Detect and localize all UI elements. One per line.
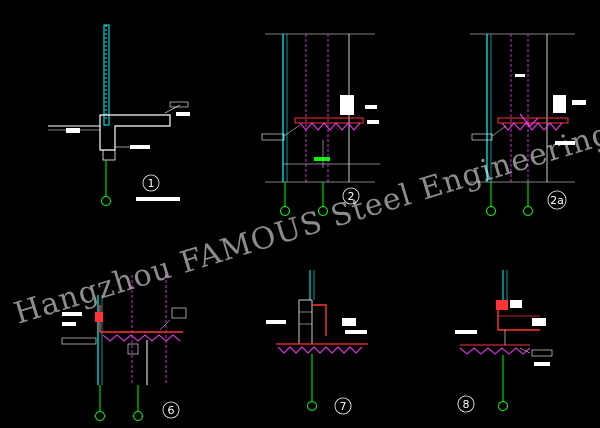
- tag-block: [176, 112, 190, 116]
- deck-bend: [519, 113, 539, 127]
- tag-block: [62, 312, 82, 316]
- tag-block: [66, 128, 80, 133]
- grid-bubble: [133, 411, 143, 421]
- floor-deck: [459, 347, 531, 355]
- footing: [102, 149, 116, 161]
- detail-number-circle: [457, 395, 475, 413]
- tag-block: [342, 318, 356, 326]
- dim-block: [314, 157, 330, 161]
- tag-block: [130, 145, 150, 149]
- detail-8-group: 8: [455, 270, 553, 413]
- grid-bubble: [318, 206, 328, 216]
- tag-block: [266, 320, 286, 324]
- column-cap: [127, 343, 139, 355]
- floor-deck: [102, 334, 181, 342]
- tag-block: [367, 120, 379, 124]
- grid-bubble: [498, 401, 508, 411]
- leader-line: [519, 347, 531, 354]
- leader-line: [491, 125, 507, 137]
- detail-number-label: 2: [348, 190, 355, 203]
- grid-bubble: [307, 401, 317, 411]
- steel-angle: [312, 304, 327, 336]
- detail-2a-group: 2a: [470, 33, 586, 216]
- tag-block: [261, 133, 285, 141]
- detail-number-label: 8: [463, 398, 470, 411]
- steel-bracket: [496, 300, 508, 310]
- tag-block: [455, 330, 477, 334]
- detail-7-group: 7: [266, 270, 368, 415]
- detail-1-group: 1: [48, 24, 190, 206]
- leader-line: [283, 124, 301, 137]
- watermark-text: Hangzhou FAMOUS Steel Engineering Co., L…: [10, 72, 600, 331]
- detail-number-label: 2a: [550, 194, 564, 207]
- tag-block: [365, 105, 377, 109]
- grid-bubble: [486, 206, 496, 216]
- stud-block: [553, 95, 566, 113]
- tag-block: [572, 100, 586, 105]
- concrete-upstand: [298, 299, 313, 345]
- grid-bubble: [523, 206, 533, 216]
- leader-line: [164, 104, 181, 114]
- tag-block: [555, 141, 575, 145]
- tag-block: [169, 101, 189, 108]
- tag-block: [515, 74, 525, 77]
- tag-block: [531, 349, 553, 357]
- detail-number-circle: [162, 401, 180, 419]
- tag-block: [510, 300, 522, 308]
- tag-block: [534, 362, 550, 366]
- steel-plate: [294, 117, 364, 124]
- detail-number-circle: [334, 397, 352, 415]
- detail-title-bar: [136, 197, 180, 201]
- steel-bracket: [95, 312, 103, 322]
- tag-block: [345, 330, 367, 334]
- detail-number-label: 1: [148, 177, 155, 190]
- tag-block: [471, 133, 493, 141]
- detail-6-group: 6: [61, 275, 187, 421]
- detail-number-label: 6: [168, 404, 175, 417]
- leader-line: [159, 319, 171, 331]
- tag-block: [61, 337, 97, 345]
- concrete-ledge: [99, 114, 171, 151]
- detail-number-circle: [547, 190, 567, 210]
- steel-angle: [99, 305, 183, 333]
- floor-deck: [277, 346, 363, 354]
- grid-bubble: [101, 196, 111, 206]
- tag-block: [171, 307, 187, 319]
- detail-number-label: 7: [340, 400, 347, 413]
- tag-block: [62, 322, 76, 326]
- detail-2-group: 2: [261, 33, 380, 216]
- grid-bubble: [95, 411, 105, 421]
- tag-block: [532, 318, 546, 326]
- floor-deck: [501, 122, 563, 131]
- floor-deck: [299, 122, 361, 131]
- detail-number-circle: [142, 174, 160, 192]
- detail-number-circle: [342, 187, 360, 205]
- grid-bubble: [280, 206, 290, 216]
- stud-block: [340, 95, 354, 115]
